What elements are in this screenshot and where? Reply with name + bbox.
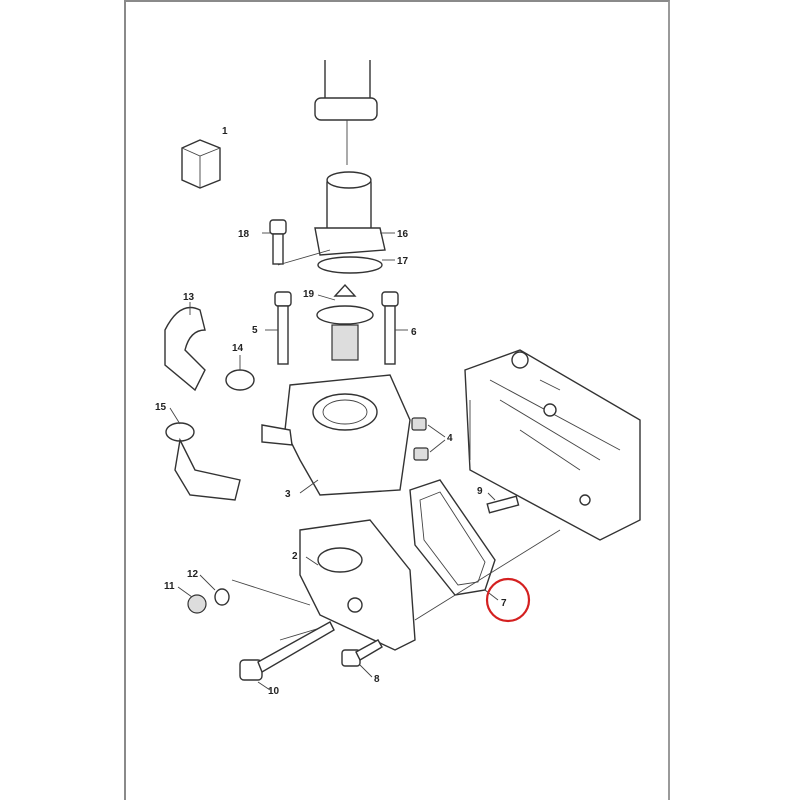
part-10-bolt [239, 621, 335, 691]
part-5-bolt [265, 291, 292, 365]
callout-18: 18 [238, 229, 250, 240]
part-19-thermostat [316, 283, 374, 361]
callout-14: 14 [232, 343, 244, 354]
part-1-cap [181, 139, 221, 189]
callout-17: 17 [397, 256, 409, 267]
highlight-circle [485, 577, 531, 623]
part-7-gasket [409, 479, 499, 601]
part-8-bolt [341, 639, 383, 678]
part-11-nut [177, 586, 207, 614]
part-3-thermostat-housing [261, 374, 411, 496]
callout-19: 19 [303, 289, 315, 300]
diagram-frame [124, 0, 670, 800]
part-16-outlet [314, 171, 395, 274]
part-9-stud [486, 492, 520, 514]
part-12-washer [199, 574, 230, 606]
callout-3: 3 [285, 489, 291, 500]
part-4-plugs [411, 417, 446, 461]
part-15-elbow [165, 407, 241, 501]
callout-8: 8 [374, 674, 380, 685]
callout-5: 5 [252, 325, 258, 336]
part-6-bolt [381, 291, 408, 365]
part-18-bolt [262, 219, 331, 266]
callout-12: 12 [187, 569, 199, 580]
callout-2: 2 [292, 551, 298, 562]
callout-6: 6 [411, 327, 417, 338]
callout-16: 16 [397, 229, 409, 240]
callout-11: 11 [164, 581, 175, 592]
callout-13: 13 [183, 292, 195, 303]
callout-7: 7 [501, 598, 507, 609]
upper-hose [314, 60, 378, 165]
callout-4: 4 [447, 433, 453, 444]
part-14-clamp [225, 355, 255, 391]
part-2-adapter [299, 519, 416, 651]
callout-1: 1 [222, 126, 228, 137]
callout-9: 9 [477, 486, 483, 497]
part-13-hose [164, 302, 206, 392]
engine-block [464, 349, 641, 541]
callout-10: 10 [268, 686, 280, 697]
callout-15: 15 [155, 402, 167, 413]
